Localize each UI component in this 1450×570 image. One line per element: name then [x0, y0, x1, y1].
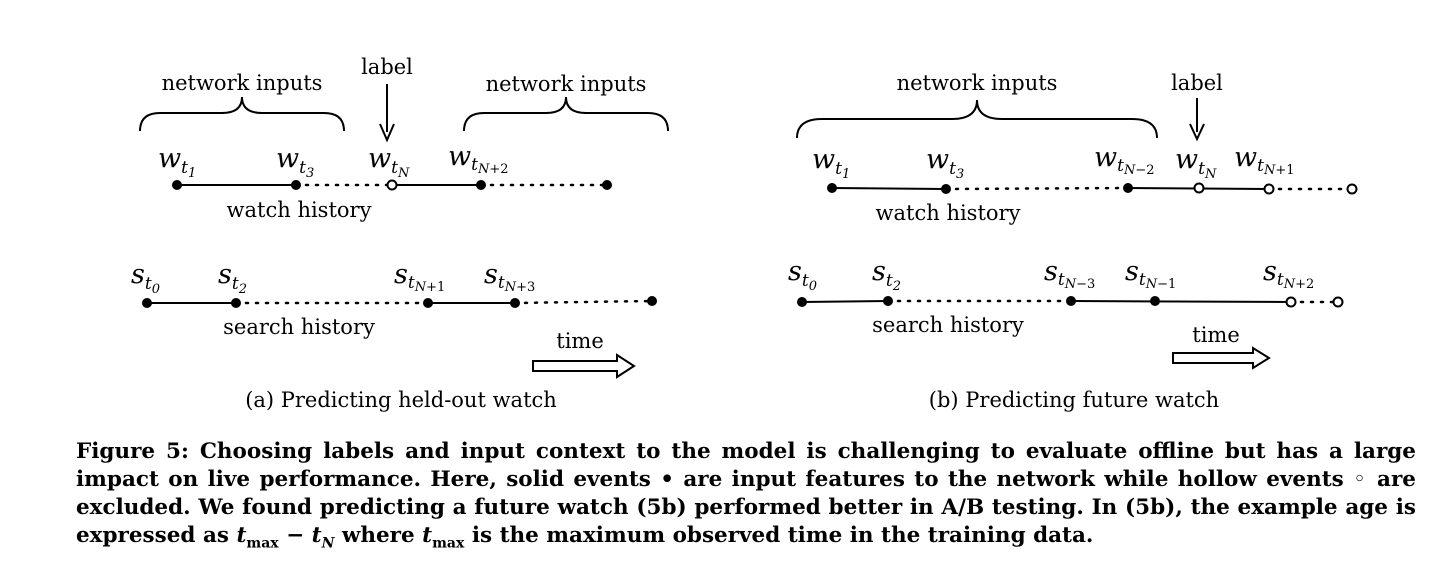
label-text-a: label [361, 55, 413, 79]
solid-event [510, 298, 520, 308]
time-arrow-a [532, 353, 636, 379]
solid-event [1066, 296, 1076, 306]
solid-event [883, 296, 893, 306]
solid-event [476, 180, 486, 190]
brace-network-inputs-right [463, 96, 669, 132]
watch-history-label-b: watch history [876, 201, 1021, 225]
network-inputs-label-b: network inputs [897, 71, 1058, 95]
hollow-event [386, 179, 398, 191]
network-inputs-left-label: network inputs [162, 71, 323, 95]
solid-event [602, 180, 612, 190]
solid-event [142, 298, 152, 308]
caption-text-3: is the maximum observed time in the trai… [464, 523, 1094, 548]
w-t1-label-b: wt1 [812, 144, 850, 182]
solid-event [291, 180, 301, 190]
hollow-event [1346, 183, 1358, 195]
label-text-b: label [1171, 71, 1223, 95]
w-tN-2-label-b: wtN−2 [1094, 142, 1155, 178]
search-timeline-a [142, 296, 657, 308]
search-timeline-b [797, 296, 1344, 308]
s-t2-label-b: st2 [872, 256, 901, 294]
time-label-a: time [556, 329, 604, 353]
solid-event [231, 298, 241, 308]
brace-network-inputs [796, 99, 1158, 139]
solid-event [423, 298, 433, 308]
watch-timeline-b [827, 182, 1358, 195]
hollow-event [1193, 182, 1205, 194]
s-t0-label-b: st0 [788, 256, 817, 294]
panel-b: network inputs label wt1 wt3 wtN−2 wtN w… [788, 71, 1358, 412]
caption-text-2: where [334, 523, 423, 548]
figure-5: network inputs label network inputs wt1 … [131, 55, 1358, 412]
brace-network-inputs-left [139, 96, 345, 132]
s-t2-label-a: st2 [218, 259, 247, 297]
s-tN1-label-a: stN+1 [394, 259, 445, 295]
watch-timeline-a [172, 179, 612, 191]
w-t3-label-b: wt3 [926, 144, 964, 182]
time-label-b: time [1192, 323, 1240, 347]
solid-event [941, 184, 951, 194]
hollow-event [1263, 183, 1275, 195]
s-tN-3-label-b: stN−3 [1044, 256, 1095, 292]
search-history-label-b: search history [872, 313, 1024, 337]
s-t0-label-a: st0 [131, 259, 160, 297]
w-t3-label-a: wt3 [276, 143, 314, 181]
w-tN2-label-a: wtN+2 [448, 141, 509, 177]
subcaption-b: (b) Predicting future watch [929, 388, 1219, 412]
math-tmax-minus-tN: tmax − tN [236, 523, 335, 552]
hollow-event [1332, 296, 1344, 308]
w-tN-label-a: wtN [368, 143, 410, 181]
time-arrow-b [1172, 346, 1271, 370]
solid-event [827, 183, 837, 193]
math-tmax: tmax [422, 523, 465, 552]
solid-event [1123, 183, 1133, 193]
s-tN3-label-a: stN+3 [484, 259, 535, 295]
solid-event [1150, 296, 1160, 306]
panel-a: network inputs label network inputs wt1 … [131, 55, 669, 412]
solid-event [647, 296, 657, 306]
network-inputs-right-label: network inputs [486, 72, 647, 96]
w-tN1-label-b: wtN+1 [1234, 142, 1295, 178]
solid-event [172, 180, 182, 190]
s-tN2-label-b: stN+2 [1263, 256, 1314, 292]
solid-event [797, 297, 807, 307]
search-history-label-a: search history [223, 315, 375, 339]
caption-text-1: Figure 5: Choosing labels and input cont… [76, 439, 1416, 548]
subcaption-a: (a) Predicting held-out watch [245, 388, 557, 412]
watch-history-label-a: watch history [227, 198, 372, 222]
s-tN-1-label-b: stN−1 [1125, 256, 1176, 292]
w-t1-label-a: wt1 [158, 143, 196, 181]
w-tN-label-b: wtN [1175, 144, 1217, 182]
hollow-event [1285, 296, 1297, 308]
figure-caption: Figure 5: Choosing labels and input cont… [76, 438, 1416, 557]
